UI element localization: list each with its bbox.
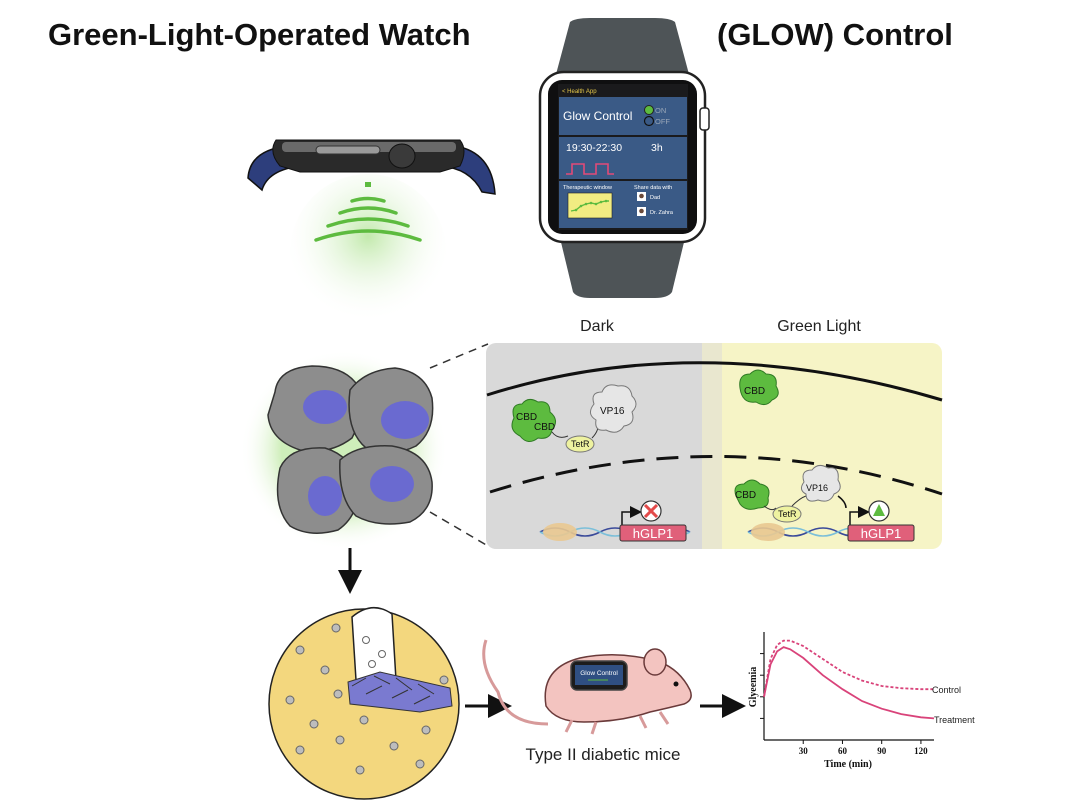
tetr-label-light: TetR — [778, 509, 797, 519]
gene-box-dark — [619, 524, 687, 542]
x-tick-label: 90 — [877, 746, 887, 756]
time-range: 19:30-22:30 — [566, 142, 622, 154]
on-toggle-icon[interactable] — [644, 105, 654, 115]
green-light-title: Green Light — [777, 318, 861, 335]
watch-band-top — [555, 18, 690, 78]
glycemia-chart: Glyeemia Time (min) 30 60 90 120 Control Tr… — [748, 632, 975, 770]
mouse: Glow Control Type II diabetic mice — [482, 639, 692, 764]
share-label: Share data with — [634, 185, 672, 191]
schedule-panel — [559, 137, 687, 179]
cbd-complex — [511, 398, 556, 442]
nucleus — [370, 466, 414, 502]
cbd-bound — [734, 479, 770, 510]
mouse-watch-label: Glow Control — [580, 670, 618, 677]
dark-title: Dark — [580, 318, 615, 335]
cbd-label-light-1: CBD — [744, 386, 765, 397]
capsule-pores — [285, 623, 449, 775]
cbd-label-light-2: CBD — [735, 490, 756, 501]
watch-crown — [699, 107, 710, 131]
implant-capsule — [268, 607, 460, 800]
tetr-light — [772, 505, 802, 523]
therapeutic-window-graph[interactable] — [567, 192, 613, 219]
vp16-label-light: VP16 — [806, 483, 828, 493]
nucleus — [303, 390, 347, 424]
cell-cluster — [240, 343, 489, 594]
cbd-label-2: CBD — [534, 422, 555, 433]
promoter-arrow-icon — [621, 506, 642, 530]
green-light-waves-icon — [314, 196, 422, 242]
series-line-control — [763, 639, 934, 697]
legend-treatment: Treatment — [934, 715, 975, 725]
mouse-tail — [482, 639, 549, 726]
cbd-freed — [739, 369, 779, 406]
series-line-treatment — [763, 646, 935, 720]
legend-control: Control — [932, 685, 961, 695]
therapeutic-window-points — [574, 199, 608, 212]
x-tick-label: 60 — [838, 746, 848, 756]
dark-panel — [486, 343, 712, 549]
contact-zahra[interactable]: Dr. Zahra — [650, 210, 674, 216]
vp16-light — [800, 464, 841, 502]
mechanism-panels: Dark Green Light CBD CBD TetR VP16 hGLP1… — [486, 318, 943, 549]
capsule-opening — [351, 607, 397, 681]
off-toggle-icon[interactable] — [643, 115, 655, 127]
smartwatch: < Health App Glow Control ON OFF 19:30-2… — [538, 18, 710, 298]
x-axis-label: Time (min) — [824, 759, 872, 770]
mouse-ear — [643, 648, 667, 676]
zoom-line-top — [429, 343, 489, 369]
gene-box-light — [847, 524, 915, 542]
light-glow — [290, 174, 446, 330]
mice-caption: Type II diabetic mice — [526, 745, 681, 764]
zoom-line-bottom — [429, 511, 489, 547]
chart-series — [763, 639, 935, 720]
schedule-pulse-icon — [566, 163, 614, 175]
x-ticks: 30 60 90 120 — [799, 740, 928, 756]
gene-label-light: hGLP1 — [861, 526, 901, 541]
y-ticks — [760, 653, 764, 719]
title-right: (GLOW) Control — [717, 17, 953, 52]
vp16-protein — [590, 384, 637, 433]
tetr-label-dark: TetR — [571, 439, 590, 449]
tetr-protein — [565, 435, 595, 453]
watch-band-bottom — [560, 238, 685, 298]
cell-layer — [347, 671, 453, 713]
nucleus — [308, 476, 342, 516]
cbd-label-1: CBD — [516, 412, 537, 423]
y-axis-label: Glyeemia — [748, 667, 759, 708]
gene-label-dark: hGLP1 — [633, 526, 673, 541]
cell-membrane — [486, 361, 943, 402]
nucleus — [381, 401, 429, 439]
glow-control-label: Glow Control — [563, 109, 632, 123]
on-label: ON — [655, 106, 666, 115]
contact-dad[interactable]: Dad — [650, 195, 660, 201]
watch-side-view — [247, 139, 496, 330]
duration: 3h — [651, 142, 663, 154]
back-link[interactable]: < Health App — [562, 89, 597, 95]
promoter-arrow-light-icon — [849, 506, 870, 530]
x-tick-label: 120 — [914, 746, 928, 756]
mouse-eye — [673, 681, 679, 687]
title-left: Green-Light-Operated Watch — [48, 17, 471, 52]
vp16-label-dark: VP16 — [600, 406, 625, 417]
off-label: OFF — [655, 117, 670, 126]
therapeutic-window-label: Therapeutic window — [563, 185, 612, 191]
x-tick-label: 30 — [799, 746, 809, 756]
glow-control-panel[interactable] — [559, 97, 687, 135]
